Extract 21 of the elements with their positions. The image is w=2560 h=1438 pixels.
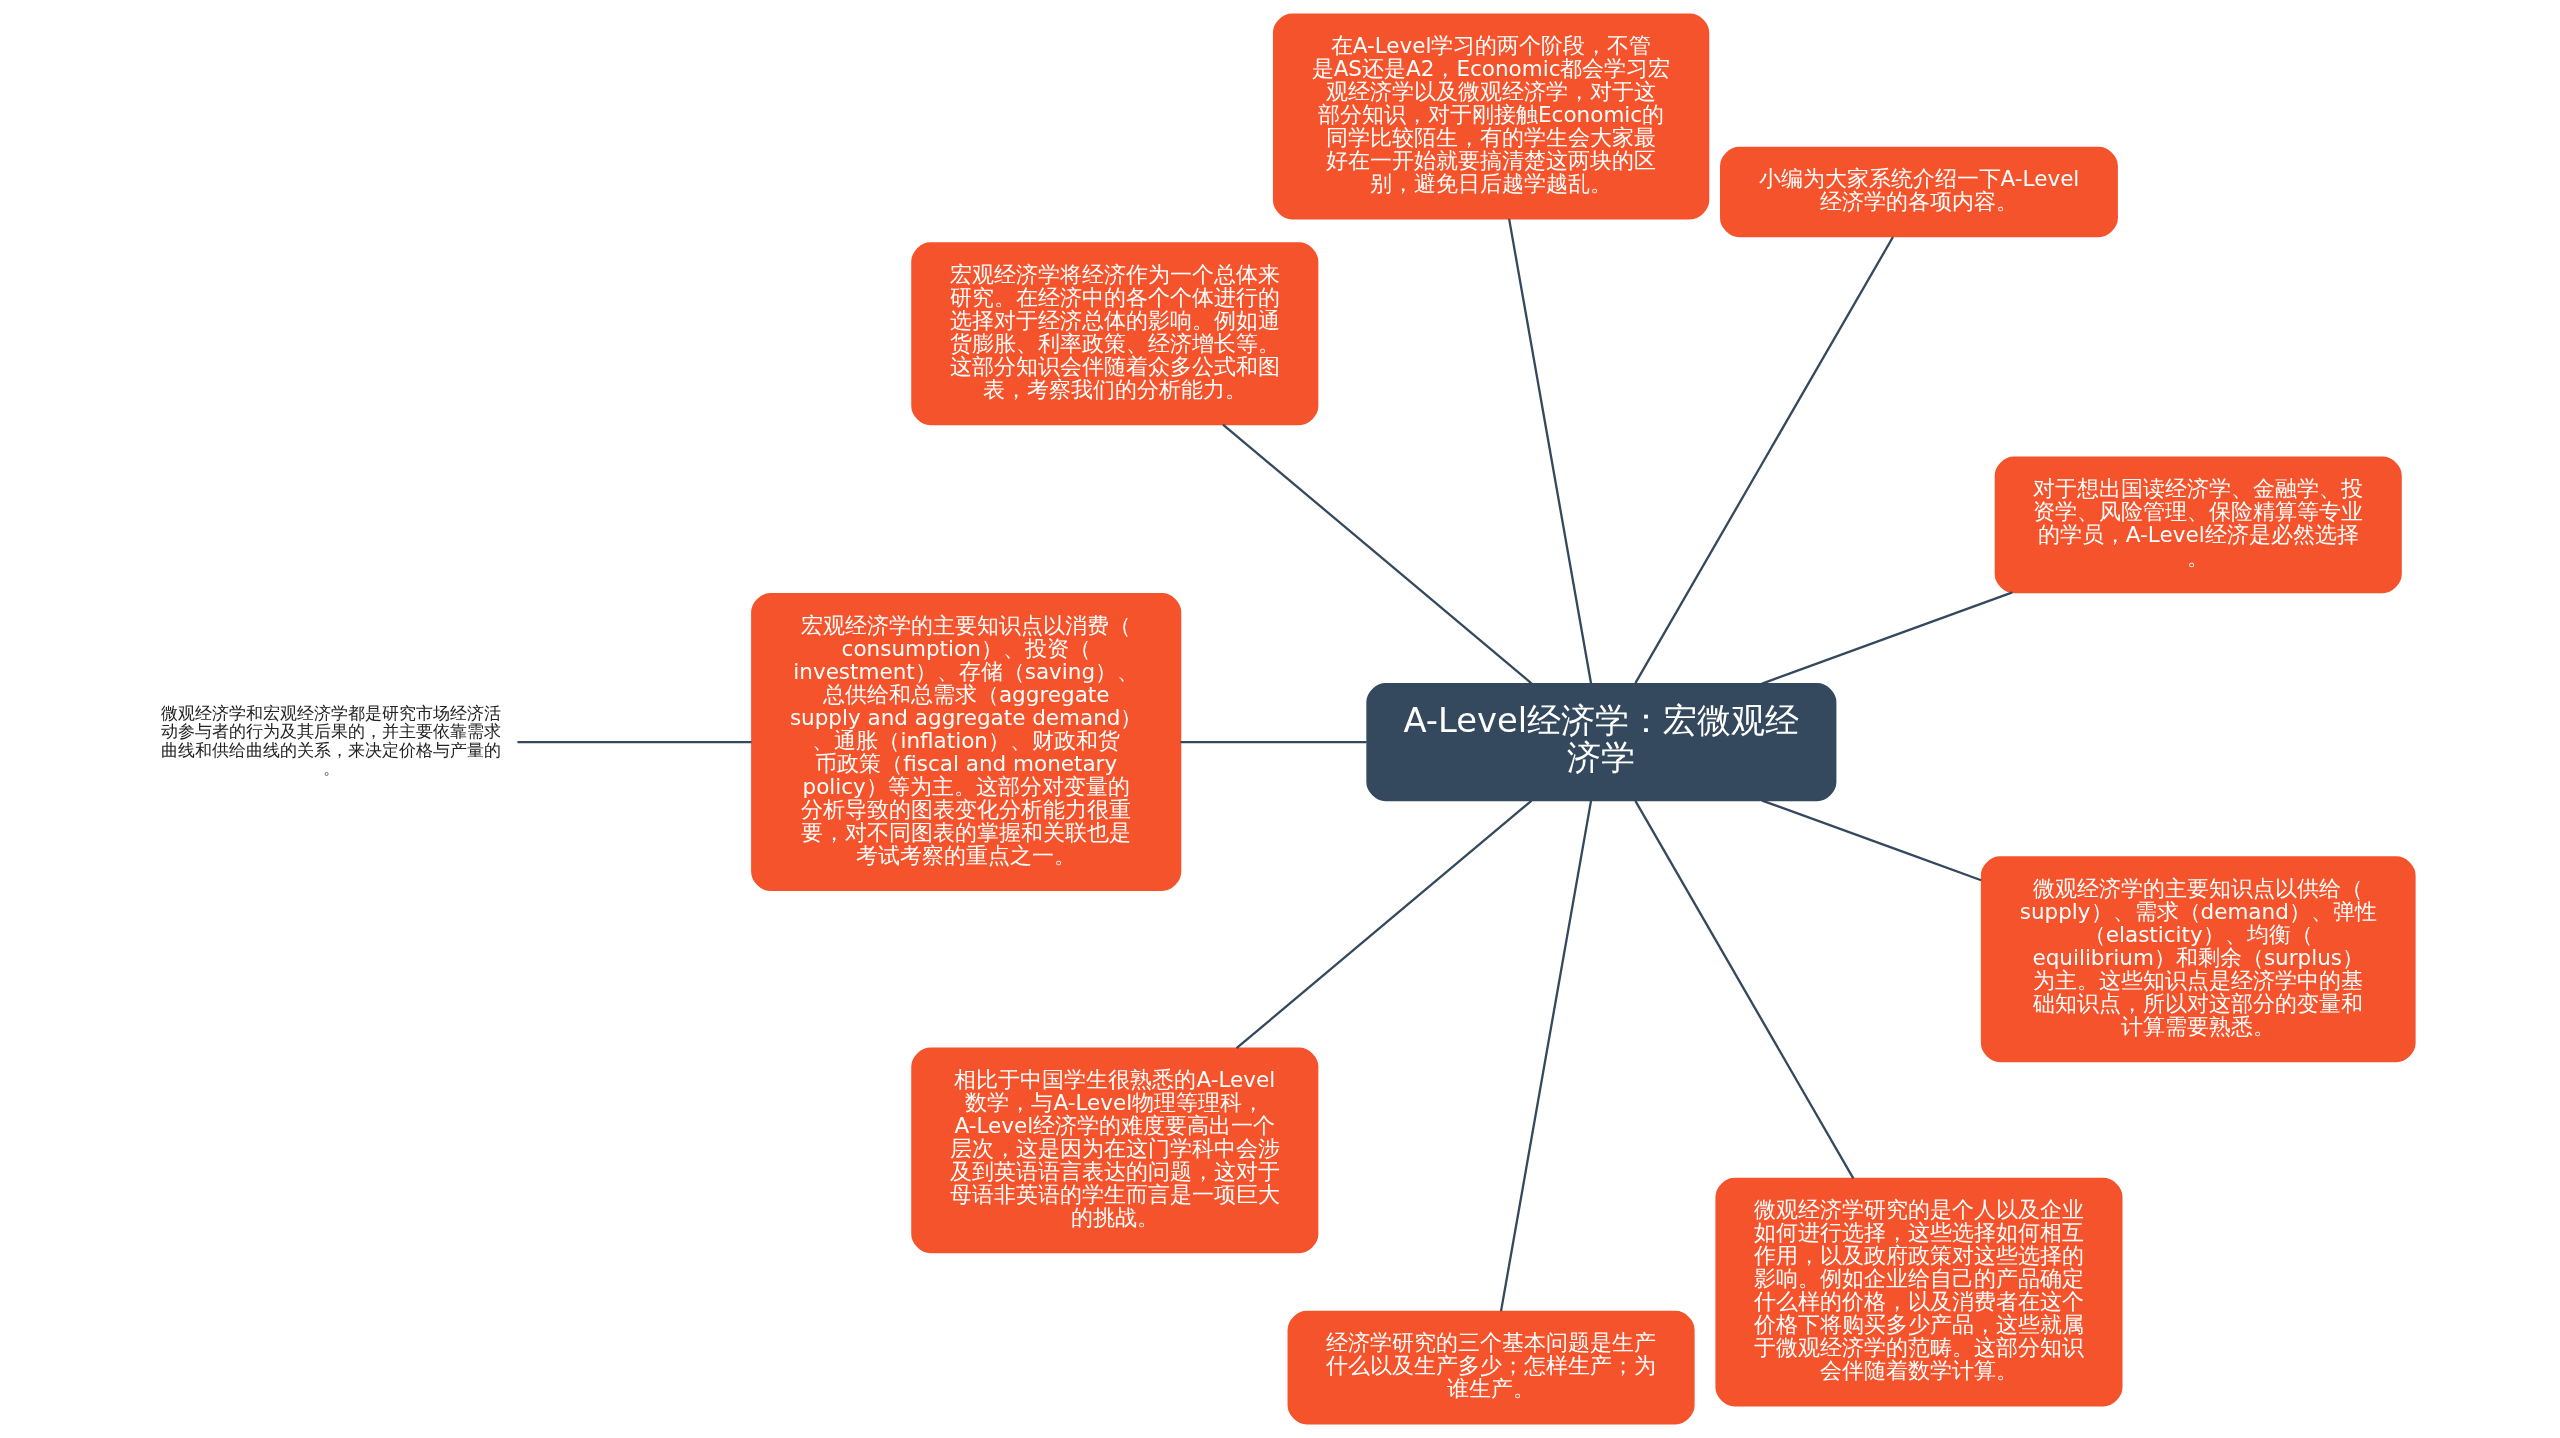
connector xyxy=(1235,799,1533,1049)
node-box: 微观经济学研究的是个人以及企业如何进行选择，这些选择如何相互作用，以及政府政策对这些选择的影响。例如企业给自己的产品确定什么样的价格，以及消费者在这个价格下将购买多少产品，这些就属于微观经济学的范畴。这部分知识会伴随着数学计算。 xyxy=(1715,1177,2123,1407)
node-box: A-Level经济学：宏微观经济学 xyxy=(1366,682,1837,802)
connector xyxy=(1222,423,1533,685)
connector xyxy=(1180,740,1367,744)
node-box: 微观经济学的主要知识点以供给（supply）、需求（demand）、弹性（elasticity）、均衡（equilibrium）和剩余（surplus）为主。这些知识点是经济学中的基础知识点，所以对这部分的变量和计算需要熟悉。 xyxy=(1980,856,2416,1063)
node-box: 经济学研究的三个基本问题是生产什么以及生产多少；怎样生产；为谁生产。 xyxy=(1287,1310,1695,1425)
connector xyxy=(517,740,752,744)
node-box: 宏观经济学的主要知识点以消费（consumption）、投资（investment）、存储（saving）、总供给和总需求（aggregate supply and aggregate demand）、通胀（inflation）、财政和货币政策（fiscal and monetary policy）等为主。这部分对变量的分析导致的图表变化分析能力很重要，对不同图表的掌握和关联也是考试考察的重点之一。 xyxy=(751,593,1182,892)
connector xyxy=(1508,218,1593,684)
node-box: 对于想出国读经济学、金融学、投资学、风险管理、保险精算等专业的学员，A-Level经济是必然选择。 xyxy=(1994,456,2402,594)
node-text: 微观经济学和宏观经济学都是研究市场经济活动参与者的行为及其后果的，并主要依靠需求曲线和供给曲线的关系，来决定价格与产量的。 xyxy=(161,702,502,778)
node-box: 小编为大家系统介绍一下A-Level经济学的各项内容。 xyxy=(1720,146,2118,238)
connector xyxy=(1634,800,1855,1179)
node-box: 宏观经济学将经济作为一个总体来研究。在经济中的各个个体进行的选择对于经济总体的影响。例如通货膨胀、利率政策、经济增长等。这部分知识会伴随着众多公式和图表，考察我们的分析能力。 xyxy=(911,242,1319,426)
node-box: 相比于中国学生很熟悉的A-Level数学，与A-Level物理等理科，A-Level经济学的难度要高出一个层次，这是因为在这门学科中会涉及到英语语言表达的问题，这对于母语非英语的学生而言是一项巨大的挑战。 xyxy=(911,1047,1319,1254)
connector xyxy=(1499,800,1593,1312)
connector xyxy=(1761,799,1982,882)
connector xyxy=(1761,591,2013,685)
node-box: 在A-Level学习的两个阶段，不管是AS还是A2，Economic都会学习宏观经济学以及微观经济学，对于这部分知识，对于刚接触Economic的同学比较陌生，有的学生会大家最好在一开始就要搞清楚这两块的区别，避免日后越学越乱。 xyxy=(1272,13,1710,220)
connector xyxy=(1634,236,1894,684)
